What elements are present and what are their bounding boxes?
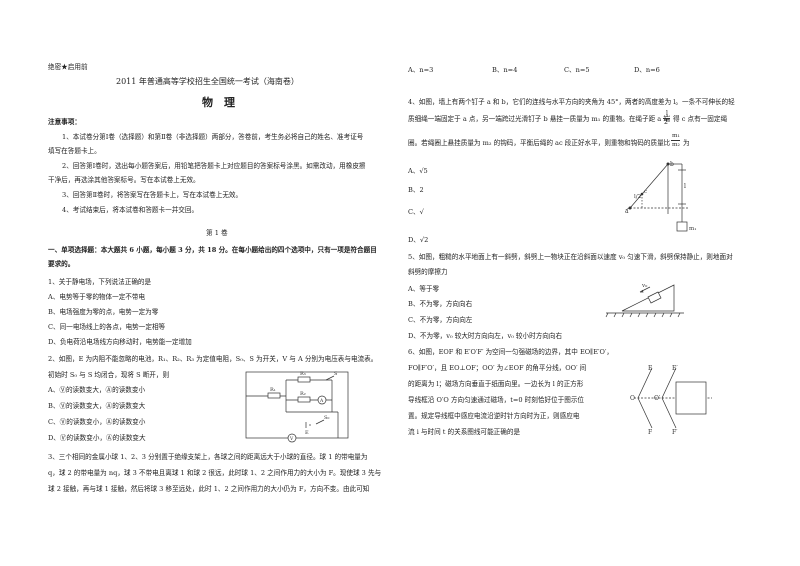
note-line: 4、考试结束后，将本试卷和答题卡一并交回。 <box>62 206 199 214</box>
label-e-prime: E′ <box>672 365 678 372</box>
q6-line: 流 i 与时间 t 的关系图线可能正确的是 <box>408 428 521 436</box>
exam-title: 2011 年普通高等学校招生全国统一考试（海南卷） <box>116 77 299 86</box>
q2-option: B、Ⓥ的读数变大，Ⓐ的读数变大 <box>48 402 146 410</box>
label-half-l: l/2 <box>634 194 641 200</box>
q4-line: 得 c 点有一固定绳 <box>673 115 728 123</box>
circuit-diagram: R₃ R₂ R₁ S A V E S₀ <box>245 371 349 443</box>
label-v0: v₀ <box>641 283 648 289</box>
label-b: b <box>670 161 674 168</box>
q2-option: A、Ⓥ的读数变大，Ⓐ的读数变小 <box>48 386 146 394</box>
label-s: S <box>334 371 338 377</box>
q5-option: B、不为零，方向向右 <box>408 300 473 308</box>
subject-title: 物 理 <box>202 96 235 109</box>
note-line: 2、回答第Ⅰ卷时，选出每小题答案后，用铅笔把答题卡上对应题目的答案标号涂黑。如需… <box>62 162 366 170</box>
magnetic-field-diagram: E E′ O O′ F F′ <box>630 365 712 436</box>
label-f: F <box>648 429 652 436</box>
q4-ratio-bar <box>671 140 680 141</box>
q4-option: C、√ <box>408 208 424 216</box>
label-l: l <box>684 183 686 190</box>
q4-option: D、√2 <box>408 236 429 244</box>
wall-peg-diagram: b l/2 c l a m₁ <box>625 161 696 232</box>
q3-line: q，球 2 的带电量为 nq，球 3 不带电且离球 1 和球 2 很远，此时球 … <box>48 469 382 477</box>
note-line: 填写在答题卡上。 <box>48 147 101 155</box>
label-s0: S₀ <box>324 415 329 421</box>
q3-option: D、n=6 <box>634 66 660 74</box>
volume-heading: 第 1 卷 <box>206 229 228 237</box>
q3-option: A、n=3 <box>408 66 434 74</box>
q4-fraction-denominator: 2 <box>664 119 668 126</box>
label-a: A <box>319 398 324 404</box>
q4-line: 4、如图，墙上有两个钉子 a 和 b，它们的连线与水平方向的夹角为 45°，两者… <box>408 98 735 106</box>
q4-line: 为 <box>683 139 690 147</box>
q1-option: D、负电荷沿电场线方向移动时，电势能一定增加 <box>48 338 192 346</box>
q6-line: 置。规定导线框中感应电流沿逆时针方向时为正，则感应电 <box>408 412 580 420</box>
q5-line: 斜劈的摩擦力 <box>408 268 448 276</box>
note-line: 3、回答第Ⅱ卷时，将答案写在答题卡上，写在本试卷上无效。 <box>62 191 243 199</box>
q5-option: D、不为零，v₀ 较大时方向向左，v₀ 较小时方向向右 <box>408 332 563 340</box>
secret-mark: 绝密★启用前 <box>48 63 88 71</box>
q1-option: A、电势等于零的物体一定不带电 <box>48 293 146 301</box>
label-v: V <box>289 436 294 442</box>
section-heading-cont: 要求的。 <box>48 260 75 268</box>
label-o: O <box>630 395 635 402</box>
label-e: E <box>305 430 309 436</box>
q4-ratio-numerator: m₁ <box>672 133 680 139</box>
q4-line: 圈。若绳圈上悬挂质量为 m₂ 的钩码，平衡后绳的 ac 段正好水平，则重物和钩码… <box>408 139 671 147</box>
q3-option: C、n=5 <box>564 66 590 74</box>
q4-option: B、2 <box>408 186 424 194</box>
q2-option: D、Ⓥ的读数变小，Ⓐ的读数变大 <box>48 434 146 442</box>
q1-stem: 1、关于静电场，下列说法正确的是 <box>48 278 152 286</box>
q4-line: 质细绳一端固定于 a 点，另一端跨过光滑钉子 b 悬挂一质量为 m₁ 的重物。在… <box>408 115 670 123</box>
q1-option: C、同一电场线上的各点，电势一定相等 <box>48 323 166 331</box>
q5-option: C、不为零，方向向左 <box>408 316 473 324</box>
label-r3: R₃ <box>300 371 306 377</box>
q5-option: A、等于零 <box>408 285 440 293</box>
section-heading: 一、单项选择题：本大题共 6 小题，每小题 3 分，共 18 分。在每小题给出的… <box>48 246 377 254</box>
q4-fraction-bar <box>663 118 670 119</box>
q2-option: C、Ⓥ的读数变小，Ⓐ的读数变小 <box>48 418 146 426</box>
q3-line: 3、三个相同的金属小球 1、2、3 分别置于绝缘支架上，各球之间的距离远大于小球… <box>48 453 368 461</box>
q2-stem: 2、如图，E 为内阻不能忽略的电池，R₁、R₂、R₃ 为定值电阻，S₀、S 为开… <box>48 355 378 363</box>
q4-ratio-denominator: m₂ <box>672 142 680 148</box>
q5-line: 5、如图，粗糙的水平地面上有一斜劈，斜劈上一物块正在沿斜面以速度 v₀ 匀速下滑… <box>408 253 733 261</box>
note-line: 干净后，再选涂其他答案标号。写在本试卷上无效。 <box>48 176 200 184</box>
q4-option: A、√5 <box>408 167 428 175</box>
label-a-peg: a <box>625 208 629 215</box>
q6-line: 6、如图，EOF 和 E′O′F′ 为空间一匀强磁场的边界，其中 EO∥E′O′… <box>408 348 614 356</box>
q3-line: 球 2 接触，再与球 1 接触，然后将球 3 移至远处，此时 1、2 之间作用力… <box>48 485 370 493</box>
notes-heading: 注意事项： <box>48 118 81 126</box>
q6-line: 的距离为 l；磁场方向垂直于纸面向里。一边长为 l 的正方形 <box>408 380 584 388</box>
q6-line: FO∥F′O′，且 EO⊥OF；OO′ 为∠EOF 的角平分线，OO′ 间 <box>408 364 587 372</box>
incline-diagram: v₀ <box>605 283 684 318</box>
q4-fraction-numerator: l <box>666 110 668 117</box>
q3-option: B、n=4 <box>492 66 518 74</box>
label-r1: R₁ <box>270 387 276 393</box>
label-m1: m₁ <box>689 226 696 232</box>
label-e: E <box>648 365 652 372</box>
label-f-prime: F′ <box>672 429 678 436</box>
note-line: 1、本试卷分第Ⅰ卷（选择题）和第Ⅱ卷（非选择题）两部分，答卷前，考生务必将自己的… <box>62 133 364 141</box>
label-o-prime: O′ <box>654 395 661 402</box>
label-r2: R₂ <box>300 391 306 397</box>
q6-line: 导线框沿 O′O 方向匀速通过磁场，t=0 时刻恰好位于图示位 <box>408 396 585 404</box>
q2-stem-cont: 初始时 S₀ 与 S 均闭合，现将 S 断开，则 <box>48 371 170 379</box>
label-c: c <box>644 189 647 195</box>
q1-option: B、电场强度为零的点，电势一定为零 <box>48 308 159 316</box>
